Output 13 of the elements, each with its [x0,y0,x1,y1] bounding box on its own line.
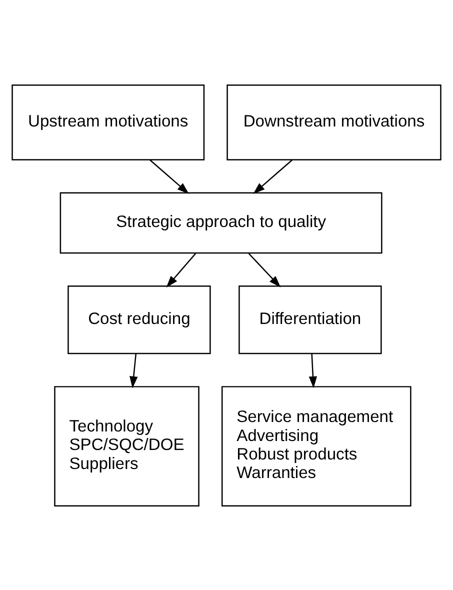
arrow [253,158,293,194]
node-box: Upstream motivations [12,84,205,160]
node-box: Technology SPC/SQC/DOE Suppliers [54,386,200,506]
node-box: Cost reducing [68,285,211,354]
arrow [308,353,318,388]
node-box: Strategic approach to quality [60,192,382,254]
node-box: Downstream motivations [226,84,442,160]
node-box: Service management Advertising Robust products Warranties [221,386,412,506]
arrow [248,252,281,287]
arrow [149,158,190,194]
arrow [166,252,196,287]
arrow [130,353,138,388]
node-box: Differentiation [238,285,382,354]
